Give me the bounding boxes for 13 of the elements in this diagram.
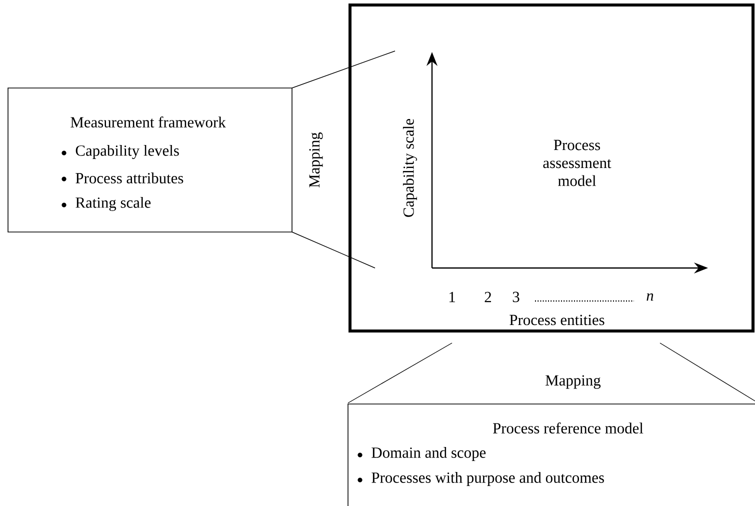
- mapping-band: Mapping: [292, 50, 396, 268]
- framework-box: Measurement framework Capability levels Process attributes Rating scale: [8, 88, 292, 232]
- tick-label: 2: [484, 292, 491, 302]
- tick-label: 1: [450, 292, 455, 302]
- tick-label: 3: [512, 292, 520, 302]
- node-label: Processes with purpose and outcomes: [372, 472, 604, 486]
- axis-label: Process entities: [510, 314, 604, 326]
- mapping-band: Mapping: [348, 342, 755, 404]
- reference-model-box: Process reference model Domain and scope Processes with purpose and outcomes: [348, 404, 755, 506]
- tick-label: n: [646, 293, 654, 301]
- node-label: Process reference model: [492, 422, 644, 434]
- axis-label: Capability scale: [402, 119, 418, 217]
- node-label: Domain and scope: [372, 446, 486, 461]
